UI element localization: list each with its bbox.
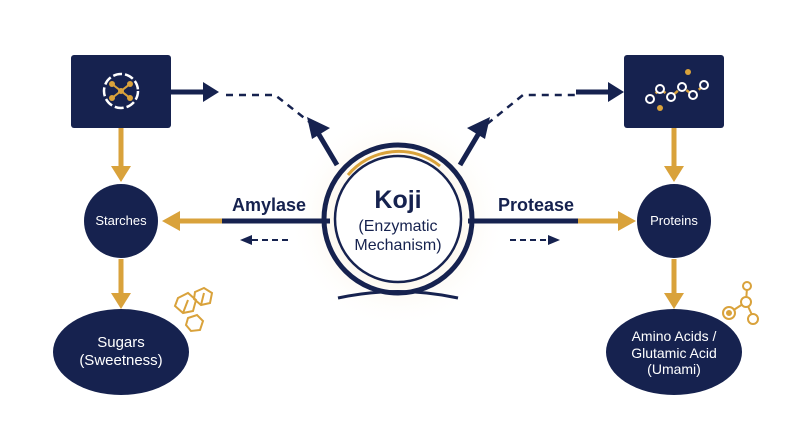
protein-chain-box: [624, 55, 724, 128]
starches-to-sugars-arrow: [111, 259, 131, 309]
sugars-label: Sugars (Sweetness): [79, 334, 163, 369]
koji-title: Koji: [374, 186, 422, 214]
starch-molecule-box: [71, 55, 171, 128]
right-box-incoming-arrow: [576, 82, 624, 102]
right-dashed-connector: [486, 93, 575, 125]
amino-node: [606, 309, 742, 395]
protease-arrow: [468, 211, 636, 231]
box-to-starches-arrow: [111, 128, 131, 182]
center-up-left-arrow: [307, 117, 340, 167]
protease-label: Protease: [497, 195, 575, 216]
center-up-right-arrow: [457, 117, 490, 167]
amino-molecule-icon: [722, 281, 759, 325]
proteins-node: [637, 184, 711, 258]
starch-molecule-icon: [102, 72, 140, 110]
box-to-proteins-arrow: [664, 128, 684, 182]
left-box-right-arrow: [171, 82, 219, 102]
starches-node: [84, 184, 158, 258]
sugar-crystals-icon: [173, 286, 214, 333]
sugars-node: [53, 309, 189, 395]
koji-subtitle: (Enzymatic Mechanism): [354, 217, 442, 254]
protein-chain-icon: [645, 69, 709, 111]
amino-label: Amino Acids / Glutamic Acid (Umami): [631, 327, 717, 378]
amylase-label: Amylase: [231, 195, 307, 216]
protease-dashed-arrow: [510, 235, 560, 245]
proteins-to-amino-arrow: [664, 259, 684, 309]
left-dashed-connector: [226, 93, 313, 125]
starches-label: Starches: [95, 213, 147, 229]
proteins-label: Proteins: [650, 213, 698, 229]
amylase-dashed-arrow: [240, 235, 290, 245]
amylase-arrow: [162, 211, 330, 231]
